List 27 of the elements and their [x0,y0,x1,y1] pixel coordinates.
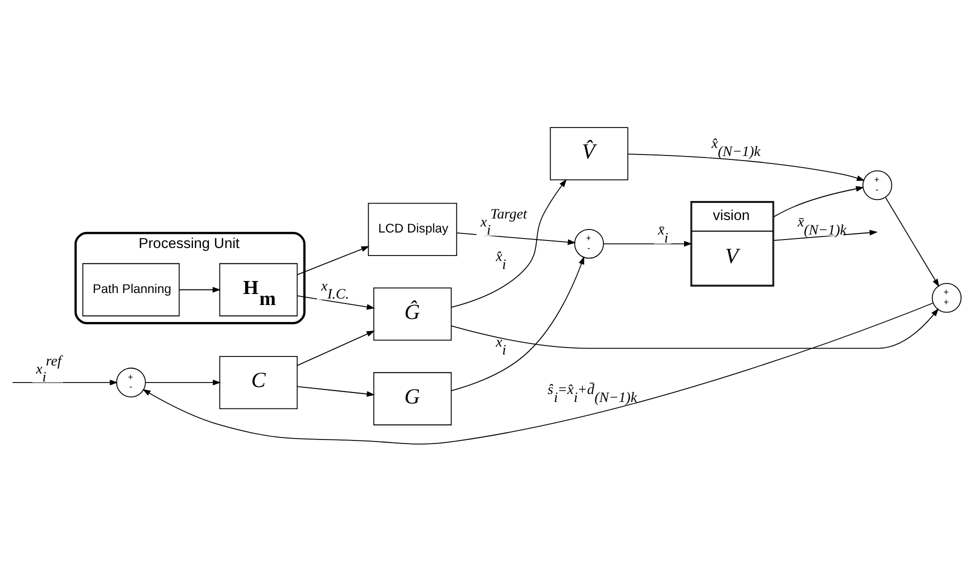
arrow [296,330,375,366]
arrow [773,186,864,217]
arrow [450,178,567,308]
node-box: LCD Display [368,202,458,256]
node-circle: + - [116,367,146,397]
arrow [885,196,940,287]
arrow [451,308,939,348]
arrow [12,379,118,385]
arrow [456,232,576,244]
arrow [296,294,375,310]
arrow [450,256,584,391]
node-box: Path Planning [82,262,180,316]
node-circle: + - [862,170,892,200]
arrow [296,386,375,396]
node-box: G [373,372,452,425]
arrow [603,240,692,246]
node-circle: + + [932,282,962,312]
arrow [628,153,865,180]
arrow [296,246,370,275]
node-box: Ĝ [373,287,452,340]
arrow [178,286,221,292]
arrow [142,302,934,444]
node-circle: + - [574,228,604,258]
node-box: C [219,355,298,409]
node-box: V̂ [550,126,628,180]
arrow [773,229,878,240]
arrow [145,379,221,385]
